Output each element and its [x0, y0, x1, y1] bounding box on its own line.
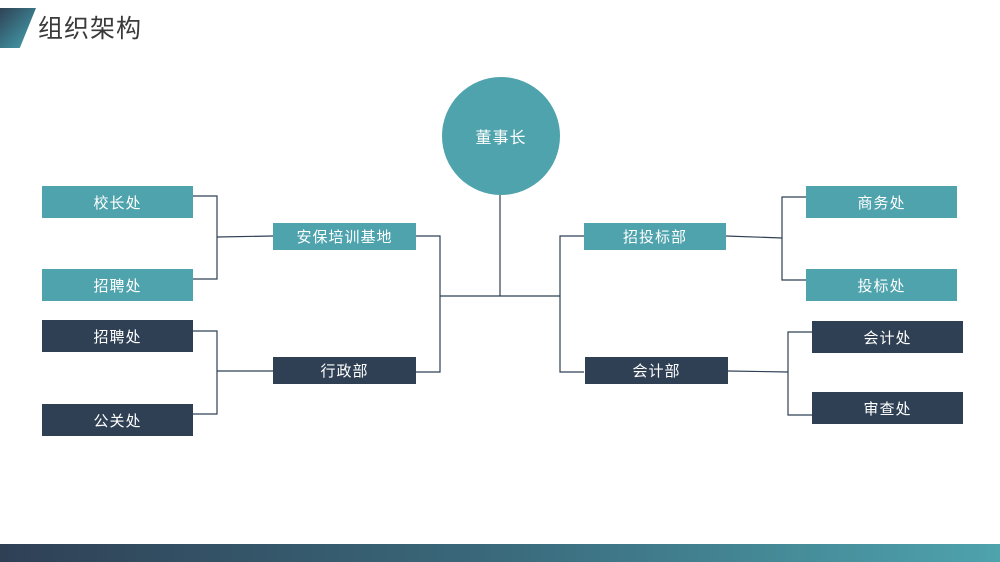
office-node-right-top-2[interactable]: 投标处 [806, 269, 957, 301]
connector-right-bottom-group [787, 331, 812, 416]
office-node-left-top-1[interactable]: 校长处 [42, 186, 193, 218]
office-node-left-bottom-2[interactable]: 公关处 [42, 404, 193, 436]
connector-right-top-link [725, 235, 783, 239]
office-node-right-bottom-2[interactable]: 审查处 [812, 392, 963, 424]
connector-left-bottom-group [193, 330, 218, 415]
footer-gradient-bar [0, 544, 1000, 562]
office-node-right-top-1[interactable]: 商务处 [806, 186, 957, 218]
connector-right-bottom-link [727, 370, 789, 373]
dept-node-left-top[interactable]: 安保培训基地 [273, 223, 416, 250]
dept-node-left-bottom[interactable]: 行政部 [273, 357, 416, 384]
office-node-right-bottom-1[interactable]: 会计处 [812, 321, 963, 353]
connector-left-top-group [193, 195, 218, 280]
connector-left-top-link [216, 235, 274, 238]
connector-left-trunk [416, 235, 441, 373]
dept-node-right-top[interactable]: 招投标部 [584, 223, 726, 250]
office-node-left-bottom-1[interactable]: 招聘处 [42, 320, 193, 352]
connector-right-trunk [559, 235, 584, 373]
root-node[interactable]: 董事长 [442, 77, 560, 195]
dept-node-right-bottom[interactable]: 会计部 [585, 357, 728, 384]
page-title: 组织架构 [38, 14, 143, 43]
connector-right-top-group [781, 196, 806, 281]
office-node-left-top-2[interactable]: 招聘处 [42, 269, 193, 301]
